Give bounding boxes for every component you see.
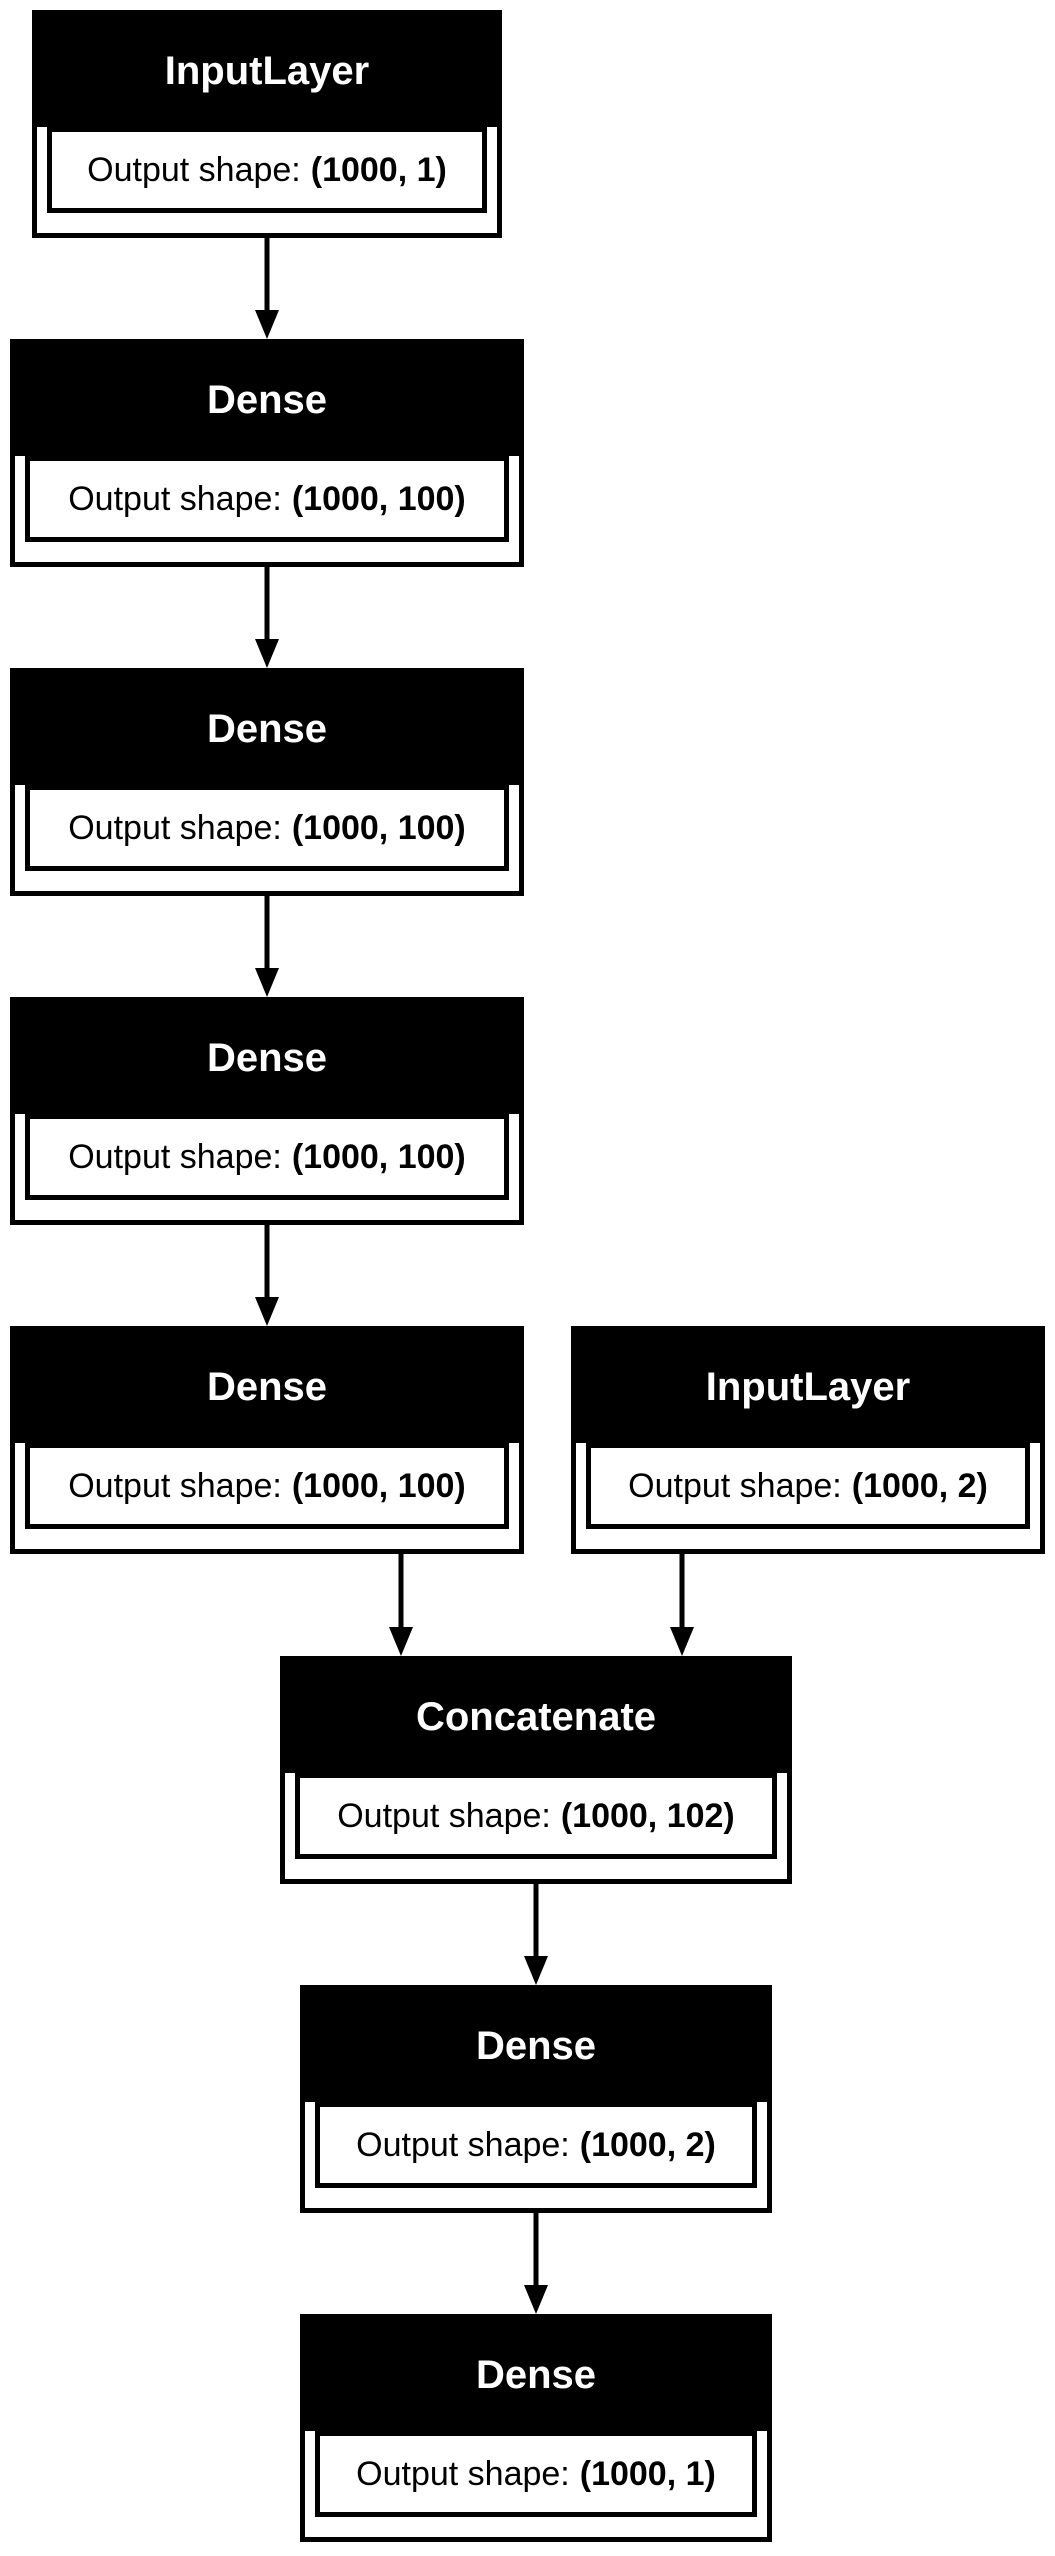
shape-value: (1000, 100) — [291, 808, 466, 847]
shape-value: (1000, 100) — [291, 479, 466, 518]
layer-shape: Output shape: (1000, 2) — [586, 1443, 1030, 1529]
layer-shape: Output shape: (1000, 100) — [25, 1443, 509, 1529]
arrowhead-5 — [389, 1627, 413, 1656]
shape-value: (1000, 1) — [579, 2454, 716, 2493]
layer-node-dense-6: Dense Output shape: (1000, 1) — [300, 2314, 772, 2542]
layer-node-inputlayer-2: InputLayer Output shape: (1000, 2) — [571, 1326, 1045, 1554]
layer-node-dense-3: Dense Output shape: (1000, 100) — [10, 997, 524, 1225]
arrowhead-6 — [670, 1627, 694, 1656]
layer-node-concatenate: Concatenate Output shape: (1000, 102) — [280, 1656, 792, 1884]
layer-name: Dense — [15, 1002, 519, 1114]
arrowhead-4 — [255, 1297, 279, 1326]
arrowhead-1 — [255, 310, 279, 339]
layer-shape: Output shape: (1000, 2) — [315, 2102, 757, 2188]
layer-name: InputLayer — [37, 15, 497, 127]
layer-node-dense-5: Dense Output shape: (1000, 2) — [300, 1985, 772, 2213]
shape-value: (1000, 102) — [560, 1796, 735, 1835]
shape-label: Output shape: — [68, 479, 282, 518]
layer-node-dense-1: Dense Output shape: (1000, 100) — [10, 339, 524, 567]
shape-label: Output shape: — [68, 808, 282, 847]
shape-value: (1000, 2) — [851, 1466, 988, 1505]
layer-shape: Output shape: (1000, 100) — [25, 456, 509, 542]
layer-name: Dense — [15, 1331, 519, 1443]
shape-label: Output shape: — [68, 1137, 282, 1176]
layer-name: Dense — [15, 344, 519, 456]
shape-label: Output shape: — [68, 1466, 282, 1505]
arrowhead-2 — [255, 639, 279, 668]
shape-value: (1000, 2) — [579, 2125, 716, 2164]
shape-label: Output shape: — [356, 2125, 570, 2164]
layer-name: Dense — [15, 673, 519, 785]
shape-value: (1000, 100) — [291, 1466, 466, 1505]
shape-label: Output shape: — [87, 150, 301, 189]
layer-node-inputlayer: InputLayer Output shape: (1000, 1) — [32, 10, 502, 238]
layer-name: Dense — [305, 2319, 767, 2431]
layer-shape: Output shape: (1000, 100) — [25, 1114, 509, 1200]
shape-label: Output shape: — [337, 1796, 551, 1835]
layer-node-dense-4: Dense Output shape: (1000, 100) — [10, 1326, 524, 1554]
layer-shape: Output shape: (1000, 102) — [295, 1773, 777, 1859]
layer-name: Concatenate — [285, 1661, 787, 1773]
shape-value: (1000, 1) — [310, 150, 447, 189]
layer-shape: Output shape: (1000, 1) — [315, 2431, 757, 2517]
arrowhead-3 — [255, 968, 279, 997]
layer-name: Dense — [305, 1990, 767, 2102]
layer-name: InputLayer — [576, 1331, 1040, 1443]
arrowhead-7 — [524, 1956, 548, 1985]
shape-label: Output shape: — [628, 1466, 842, 1505]
layer-node-dense-2: Dense Output shape: (1000, 100) — [10, 668, 524, 896]
arrowhead-8 — [524, 2285, 548, 2314]
layer-shape: Output shape: (1000, 100) — [25, 785, 509, 871]
shape-label: Output shape: — [356, 2454, 570, 2493]
shape-value: (1000, 100) — [291, 1137, 466, 1176]
layer-shape: Output shape: (1000, 1) — [47, 127, 487, 213]
